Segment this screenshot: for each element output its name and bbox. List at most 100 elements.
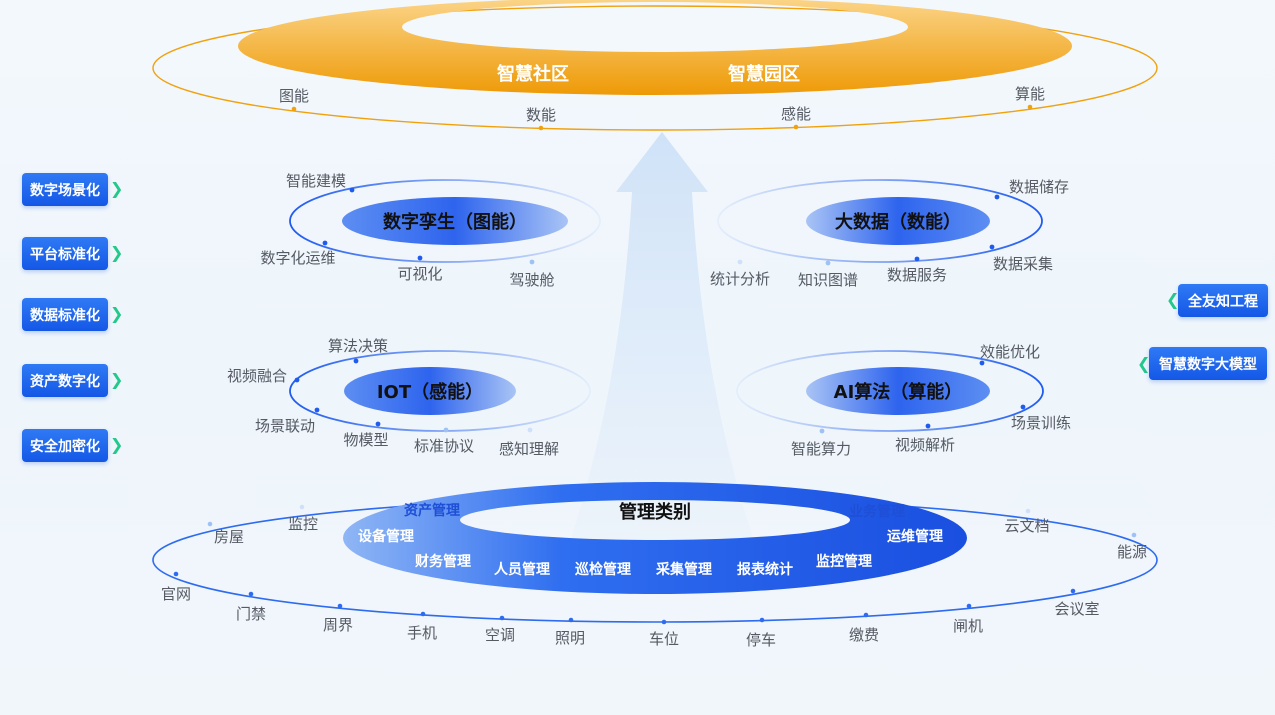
ai-title: AI算法（算能）	[834, 381, 963, 403]
left-menu-item[interactable]: 平台标准化	[22, 237, 108, 270]
bigdata-node-label: 数据储存	[1009, 178, 1069, 196]
management-outer-label: 空调	[485, 626, 515, 644]
management-inner-label: 采集管理	[655, 561, 712, 578]
iot-node-dot	[527, 427, 533, 433]
top-node-dot	[291, 106, 297, 112]
management-blue-band	[343, 482, 967, 594]
management-outer-label: 云文档	[1004, 517, 1049, 535]
iot-node-label: 场景联动	[255, 417, 315, 435]
twin-node-label: 可视化	[397, 265, 442, 283]
management-outer-label: 官网	[161, 585, 191, 603]
bigdata-node-dot	[825, 260, 831, 266]
chevron-left-icon: ❮	[1166, 290, 1180, 309]
left-menu-item[interactable]: 数据标准化	[22, 298, 108, 331]
chevron-left-icon: ❮	[1137, 354, 1151, 373]
management-node-dot	[499, 615, 505, 621]
ai-ring	[736, 350, 1044, 432]
twin-title: 数字孪生（图能）	[383, 211, 527, 233]
ai-pill	[806, 367, 990, 415]
twin-node-dot	[349, 187, 355, 193]
iot-ring	[289, 350, 591, 432]
management-title: 管理类别	[619, 501, 691, 523]
management-node-dot	[1025, 508, 1031, 514]
management-group: 管理类别 资产管理 设备管理 财务管理 人员管理 巡检管理 采集管理 报表统计 …	[152, 482, 1158, 649]
chevron-right-icon: ❯	[110, 370, 124, 389]
bigdata-ring	[717, 179, 1043, 263]
left-menu-label: 平台标准化	[30, 246, 100, 263]
management-node-dot	[759, 617, 765, 623]
left-menu-item[interactable]: 资产数字化	[22, 364, 108, 397]
right-menu-item[interactable]: 全友知工程	[1178, 284, 1268, 317]
bigdata-group: 大数据（数能） 数据储存 数据采集 数据服务 知识图谱 统计分析	[710, 178, 1069, 289]
management-node-dot	[420, 611, 426, 617]
management-inner-label: 报表统计	[737, 561, 793, 578]
bigdata-title: 大数据（数能）	[835, 211, 961, 233]
chevron-right-icon: ❯	[110, 243, 124, 262]
management-outer-label: 闸机	[953, 617, 983, 635]
bigdata-node-label: 数据采集	[993, 255, 1053, 273]
management-inner-label: 资产管理	[404, 502, 460, 519]
top-ring-group: 智慧社区 智慧园区 图能 数能 感能 算能	[152, 0, 1158, 131]
twin-node-dot	[529, 259, 535, 265]
ai-node-dot	[819, 428, 825, 434]
ai-node-dot	[979, 360, 985, 366]
management-outer-label: 能源	[1117, 543, 1147, 561]
bigdata-node-label: 知识图谱	[798, 271, 858, 289]
twin-node-dot	[322, 240, 328, 246]
management-node-dot	[337, 603, 343, 609]
bigdata-node-dot	[989, 244, 995, 250]
management-node-dot	[966, 603, 972, 609]
bigdata-node-label: 数据服务	[887, 266, 947, 284]
top-orange-band	[238, 0, 1072, 95]
management-outer-label: 监控	[288, 515, 318, 533]
twin-node-label: 驾驶舱	[509, 271, 554, 289]
twin-group: 数字孪生（图能） 智能建模 数字化运维 可视化 驾驶舱	[260, 172, 601, 289]
iot-pill	[344, 367, 516, 415]
left-menu-item[interactable]: 数字场景化	[22, 173, 108, 206]
bigdata-node-dot	[914, 256, 920, 262]
iot-node-dot	[375, 421, 381, 427]
bigdata-node-label: 统计分析	[710, 270, 770, 288]
ai-node-label: 场景训练	[1011, 414, 1071, 432]
management-outer-label: 缴费	[849, 626, 879, 644]
top-node-label: 数能	[526, 106, 556, 124]
ai-node-dot	[1020, 404, 1026, 410]
iot-node-dot	[314, 407, 320, 413]
twin-node-label: 智能建模	[286, 172, 346, 190]
left-menu-label: 安全加密化	[30, 438, 100, 455]
management-node-dot	[299, 504, 305, 510]
top-label-2: 智慧园区	[728, 63, 800, 85]
management-outer-label: 房屋	[214, 528, 244, 546]
top-label-1: 智慧社区	[497, 63, 569, 85]
left-menu-item[interactable]: 安全加密化	[22, 429, 108, 462]
chevron-right-icon: ❯	[110, 179, 124, 198]
ai-node-dot	[925, 423, 931, 429]
management-node-dot	[568, 617, 574, 623]
top-outer-ring	[152, 5, 1158, 131]
management-outer-label: 门禁	[236, 605, 266, 623]
management-node-dot	[661, 619, 667, 625]
top-node-label: 图能	[279, 87, 309, 105]
top-node-dot	[538, 125, 544, 131]
management-node-dot	[1131, 532, 1137, 538]
ai-node-label: 视频解析	[895, 436, 955, 454]
right-menu-item[interactable]: 智慧数字大模型	[1149, 347, 1267, 380]
bigdata-node-dot	[994, 194, 1000, 200]
iot-node-label: 感知理解	[499, 440, 559, 458]
management-node-dot	[1070, 588, 1076, 594]
management-outer-label: 周界	[323, 616, 353, 634]
management-node-dot	[863, 612, 869, 618]
management-inner-label: 运维管理	[887, 528, 943, 545]
twin-node-dot	[417, 255, 423, 261]
iot-node-label: 物模型	[343, 431, 388, 449]
up-arrow	[564, 132, 760, 560]
left-menu-label: 资产数字化	[30, 373, 100, 390]
management-outer-label: 照明	[555, 629, 585, 647]
top-node-label: 算能	[1015, 85, 1045, 103]
ai-node-label: 智能算力	[791, 440, 851, 458]
left-menu-label: 数据标准化	[30, 307, 100, 324]
ai-group: AI算法（算能） 效能优化 场景训练 视频解析 智能算力	[736, 343, 1071, 458]
management-inner-label: 设备管理	[358, 528, 414, 545]
twin-ring	[289, 179, 601, 263]
